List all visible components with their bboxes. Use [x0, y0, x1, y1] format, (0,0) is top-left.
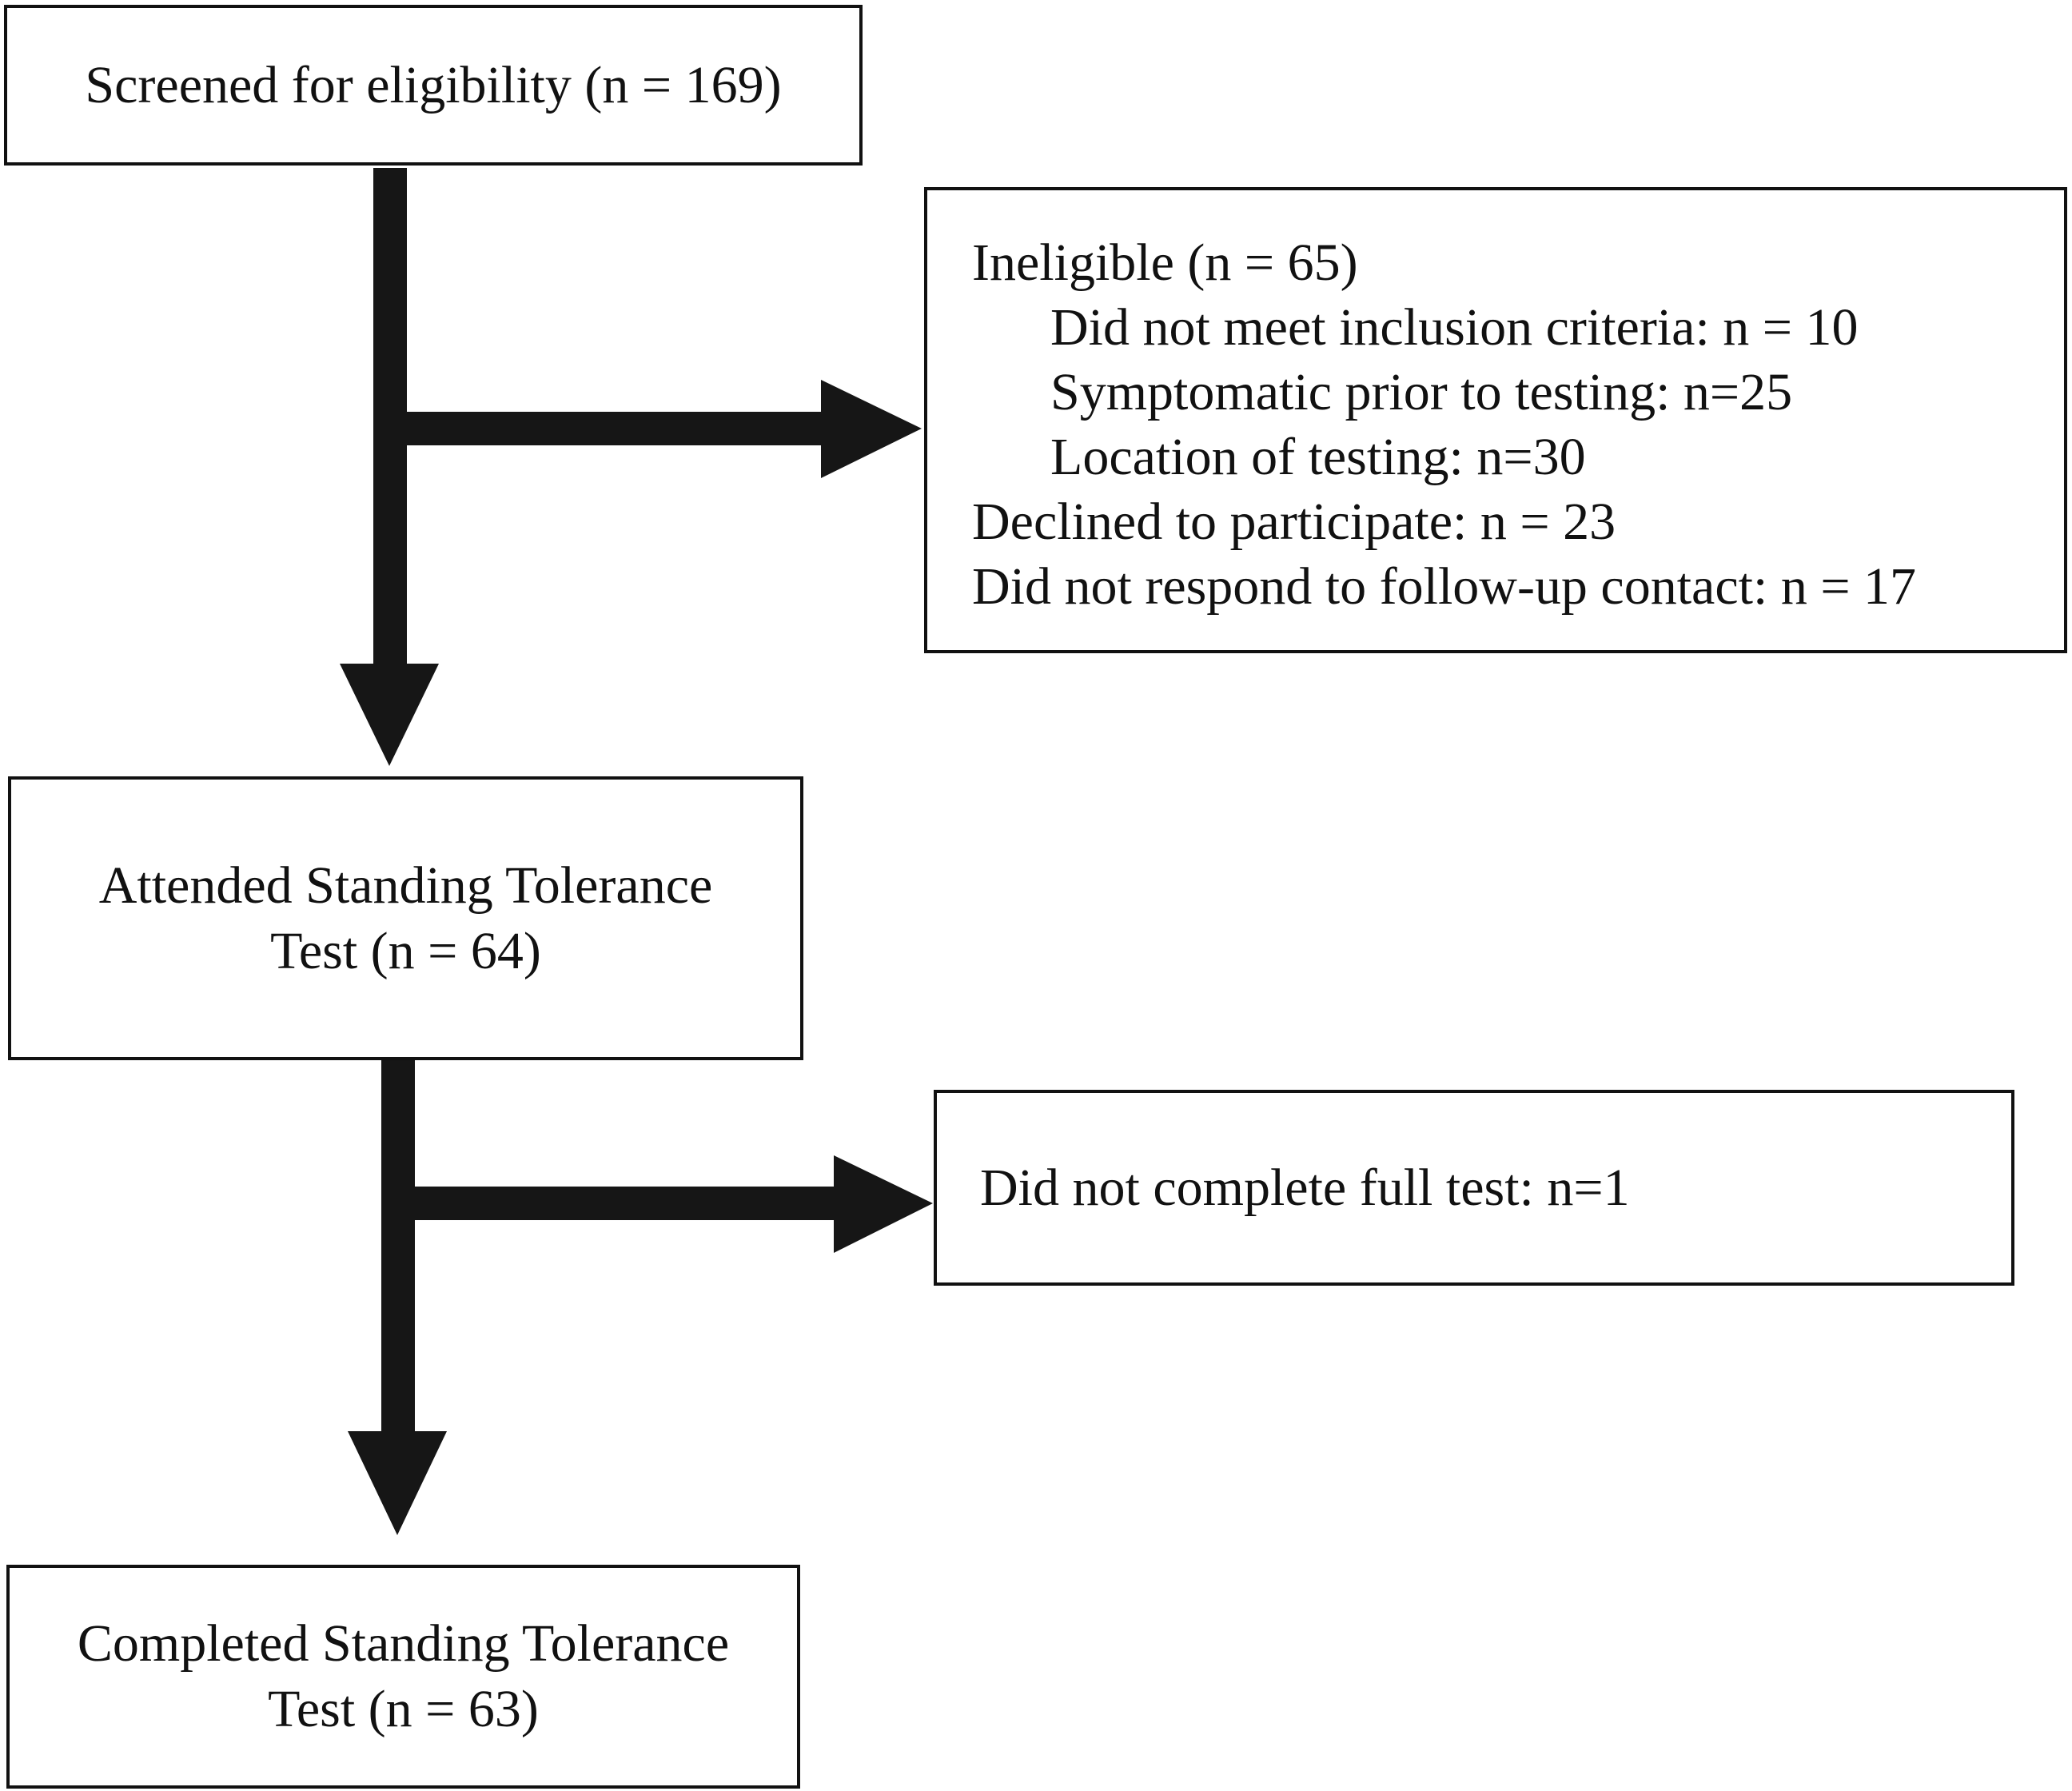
ineligible-reason-location: Location of testing: n=30 [1050, 428, 1586, 486]
branch-1-shaft [389, 412, 825, 445]
completed-line2: Test (n = 63) [268, 1680, 539, 1738]
attended-box: Attended Standing Tolerance Test (n = 64… [8, 776, 803, 1060]
incomplete-box: Did not complete full test: n=1 [934, 1090, 2014, 1286]
trunk-1-arrowhead [340, 664, 439, 766]
screened-text: Screened for eligibility (n = 169) [85, 55, 782, 114]
incomplete-text: Did not complete full test: n=1 [980, 1158, 1630, 1217]
attended-line2: Test (n = 64) [270, 921, 541, 980]
attended-line1: Attended Standing Tolerance [98, 856, 713, 915]
ineligible-heading: Ineligible (n = 65) [972, 233, 1358, 292]
ineligible-reason-inclusion: Did not meet inclusion criteria: n = 10 [1050, 298, 1859, 357]
completed-line1: Completed Standing Tolerance [77, 1614, 730, 1673]
ineligible-reason-symptomatic: Symptomatic prior to testing: n=25 [1050, 363, 1793, 421]
trunk-2-shaft [381, 1059, 415, 1435]
branch-1-arrowhead [821, 380, 922, 478]
no-response-text: Did not respond to follow-up contact: n … [972, 557, 1917, 616]
completed-box: Completed Standing Tolerance Test (n = 6… [6, 1565, 800, 1789]
branch-2-arrowhead [834, 1155, 933, 1253]
ineligible-box: Ineligible (n = 65) Did not meet inclusi… [924, 187, 2067, 653]
trunk-2-arrowhead [348, 1431, 447, 1535]
screened-box: Screened for eligibility (n = 169) [4, 5, 863, 166]
branch-2-shaft [397, 1187, 837, 1220]
declined-text: Declined to participate: n = 23 [972, 493, 1616, 551]
